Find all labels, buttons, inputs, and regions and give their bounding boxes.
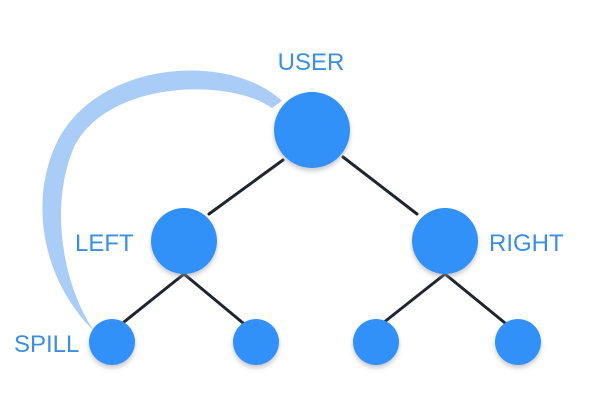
edge-right-leaf-1 <box>381 272 447 325</box>
spill-node <box>89 319 135 365</box>
leaf-node <box>233 319 279 365</box>
left-node <box>151 208 217 274</box>
spill-label: SPILL <box>14 331 79 358</box>
right-label: RIGHT <box>489 230 564 257</box>
edge-right-leaf-2 <box>443 272 507 325</box>
edge-user-left <box>207 158 285 216</box>
leaf-node <box>495 319 541 365</box>
user-node <box>274 92 350 168</box>
nodes <box>89 92 541 365</box>
leaf-node <box>353 319 399 365</box>
edges <box>122 155 507 325</box>
edge-left-spill <box>122 272 186 324</box>
edge-left-leaf <box>182 272 245 325</box>
edge-user-right <box>341 155 419 216</box>
user-label: USER <box>278 49 345 76</box>
right-node <box>412 208 478 274</box>
spill-arc <box>42 70 282 331</box>
left-label: LEFT <box>75 230 134 257</box>
